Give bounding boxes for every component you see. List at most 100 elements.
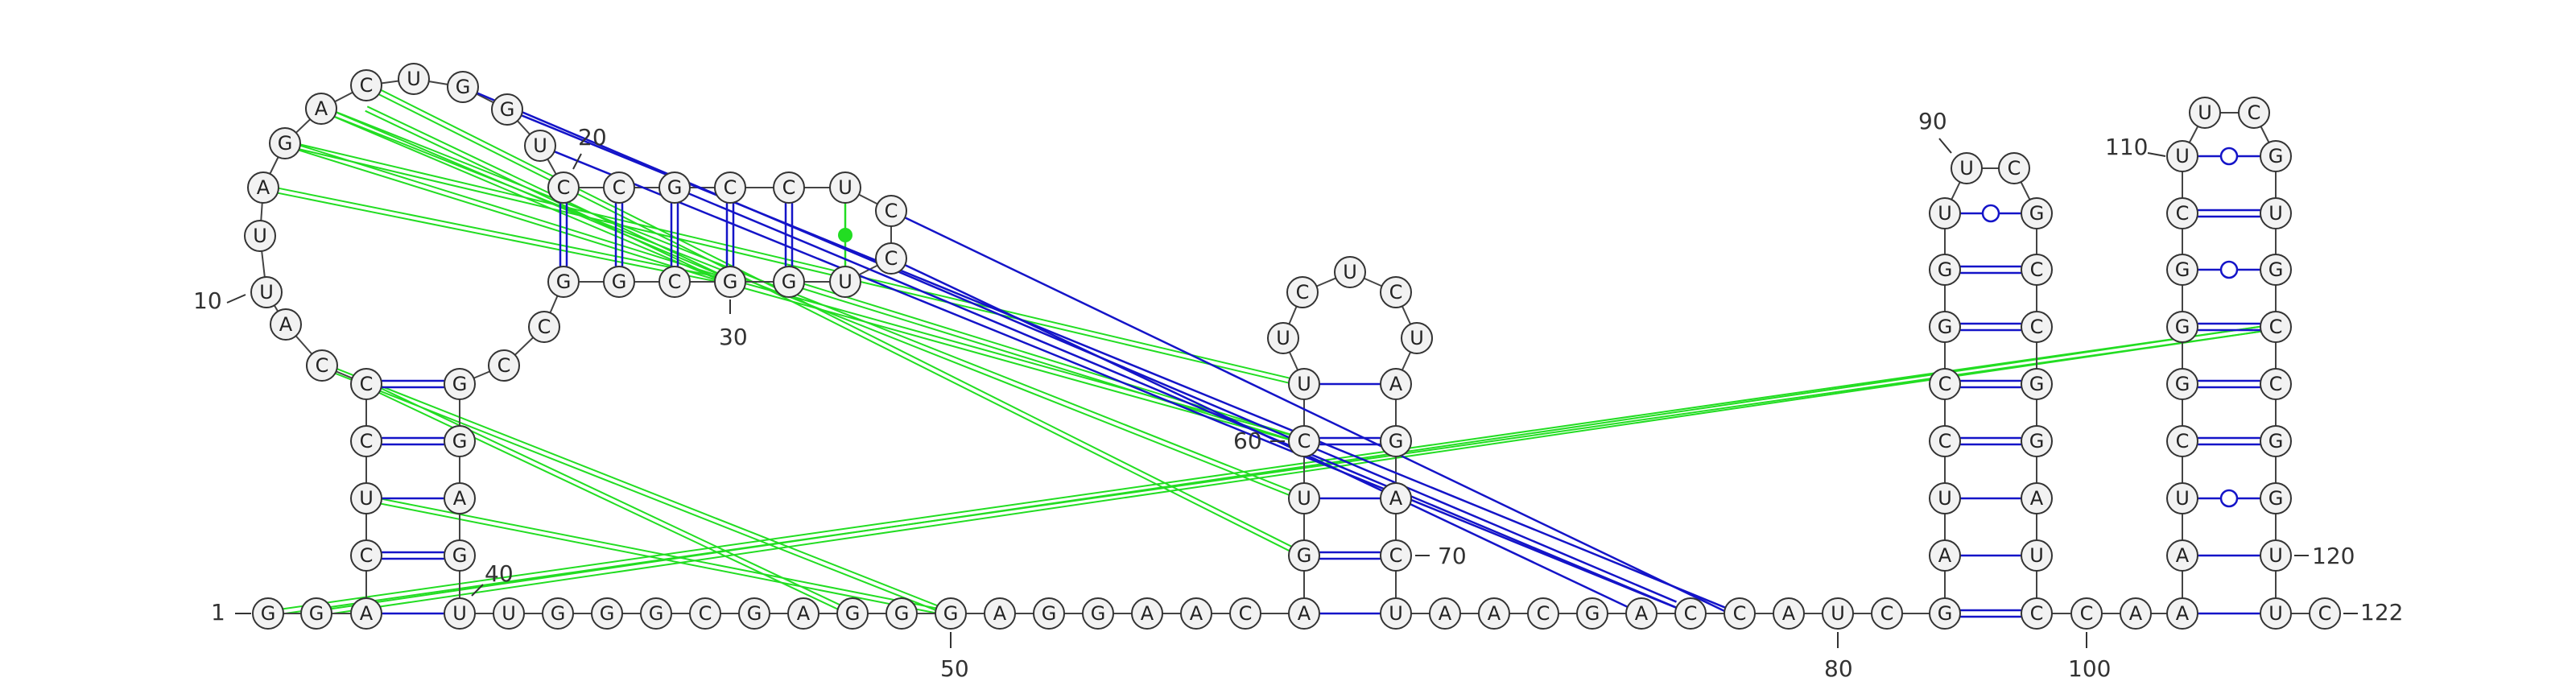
nucleotide-letter: G (278, 132, 293, 155)
nucleotide-circle (935, 597, 967, 630)
nucleotide-circle (1229, 597, 1261, 630)
nucleotide: A (305, 93, 337, 125)
nucleotide-circle (2021, 482, 2053, 514)
nucleotide-letter: C (699, 602, 712, 625)
tertiary-interaction-line (729, 283, 1304, 444)
nucleotide-letter: A (453, 487, 467, 510)
nucleotide-letter: A (2176, 544, 2190, 567)
nucleotide-circle (493, 597, 525, 630)
nucleotide-letter: A (2129, 602, 2143, 625)
nucleotide-letter: C (1239, 602, 1253, 625)
tertiary-interaction-line (263, 184, 731, 281)
nucleotide: A (2120, 597, 2152, 630)
nucleotide-circle (2189, 97, 2221, 129)
nucleotide-circle (350, 425, 382, 457)
nucleotide-circle (2238, 97, 2270, 129)
nucleotide: C (2260, 368, 2292, 400)
nucleotide-letter: G (500, 98, 515, 121)
nucleotide-letter: C (668, 271, 682, 293)
nucleotide-circle (2260, 539, 2292, 572)
nucleotide-circle (250, 276, 283, 308)
nucleotide-circle (591, 597, 623, 630)
nucleotide: C (350, 69, 382, 101)
nucleotide: U (2260, 597, 2292, 630)
nucleotide: U (524, 130, 556, 162)
nucleotide: G (2260, 140, 2292, 172)
tertiary-interaction-line (320, 366, 951, 617)
nucleotide-letter: A (1938, 544, 1952, 567)
nucleotide-letter: U (502, 602, 516, 625)
nucleotide: G (2260, 425, 2292, 457)
nucleotide: G (2021, 197, 2053, 229)
nucleotide-letter: C (885, 200, 898, 222)
tertiary-interaction-line (283, 144, 730, 285)
nucleotide: U (398, 63, 430, 95)
nucleotide-letter: C (360, 544, 374, 567)
nucleotide-circle (1380, 482, 1412, 514)
nucleotide-letter: C (557, 176, 571, 199)
nucleotide-circle (524, 130, 556, 162)
nucleotide-letter: G (1389, 430, 1404, 452)
nucleotide: A (2021, 482, 2053, 514)
nucleotide-circle (1929, 539, 1961, 572)
nucleotide: C (1998, 152, 2030, 184)
nucleotide-circle (1401, 322, 1433, 354)
nucleotide-circle (1625, 597, 1657, 630)
nucleotide-circle (2166, 425, 2198, 457)
nucleotide: C (350, 368, 382, 400)
nucleotide: A (350, 597, 382, 630)
nucleotide: C (2260, 311, 2292, 343)
nucleotide-letter: A (993, 602, 1007, 625)
nucleotide: C (1724, 597, 1756, 630)
nucleotide-letter: G (1091, 602, 1106, 625)
position-label: 110 (2105, 134, 2148, 160)
nucleotide-letter: G (456, 76, 471, 98)
nucleotide-circle (1286, 276, 1319, 308)
nucleotide-circle (1334, 256, 1366, 288)
nucleotide-circle (350, 539, 382, 572)
nucleotide: C (1929, 425, 1961, 457)
nucleotide: C (2238, 97, 2270, 129)
nucleotide: A (1288, 597, 1320, 630)
nucleotide-circle (2260, 311, 2292, 343)
tertiary-interaction-line (365, 499, 951, 617)
nucleotide-letter: G (2175, 258, 2190, 281)
wobble-pair-marker (2219, 260, 2239, 279)
nucleotide: G (1380, 425, 1412, 457)
nucleotide: A (2166, 597, 2198, 630)
nucleotide-letter: C (613, 176, 626, 199)
nucleotide-letter: A (2176, 602, 2190, 625)
nucleotide-letter: G (943, 602, 959, 625)
nucleotide-letter: G (845, 602, 861, 625)
nucleotide: U (1951, 152, 1983, 184)
nucleotide-letter: U (1959, 157, 1974, 180)
nucleotide: G (547, 266, 580, 298)
tertiary-interaction-line (365, 385, 852, 617)
nucleotide-letter: U (2175, 487, 2190, 510)
nucleotide: G (2166, 311, 2198, 343)
nucleotide-circle (2166, 368, 2198, 400)
nucleotide-letter: U (452, 602, 467, 625)
nucleotide: G (1929, 597, 1961, 630)
nucleotide: G (1929, 311, 1961, 343)
nucleotide-circle (1288, 368, 1320, 400)
nucleotide: G (2021, 425, 2053, 457)
tertiary-interaction-line (284, 144, 1304, 387)
nucleotide-letter: C (360, 74, 374, 97)
nucleotide-circle (252, 597, 284, 630)
nucleotide-letter: A (1389, 373, 1403, 395)
nucleotide-letter: G (1938, 602, 1953, 625)
nucleotide-letter: C (2318, 602, 2332, 625)
nucleotide-circle (886, 597, 918, 630)
nucleotide-letter: C (1389, 544, 1403, 567)
nucleotide: C (528, 311, 560, 343)
nucleotide-letter: U (2198, 101, 2212, 124)
nucleotide-letter: A (1190, 602, 1203, 625)
nucleotide: U (829, 171, 861, 204)
nucleotide-circle (714, 171, 746, 204)
nucleotide-letter: A (315, 97, 328, 120)
nucleotide-letter: G (2029, 373, 2045, 395)
nucleotide-letter: C (2176, 430, 2190, 452)
nucleotide-circle (2260, 368, 2292, 400)
nucleotide-circle (444, 539, 476, 572)
